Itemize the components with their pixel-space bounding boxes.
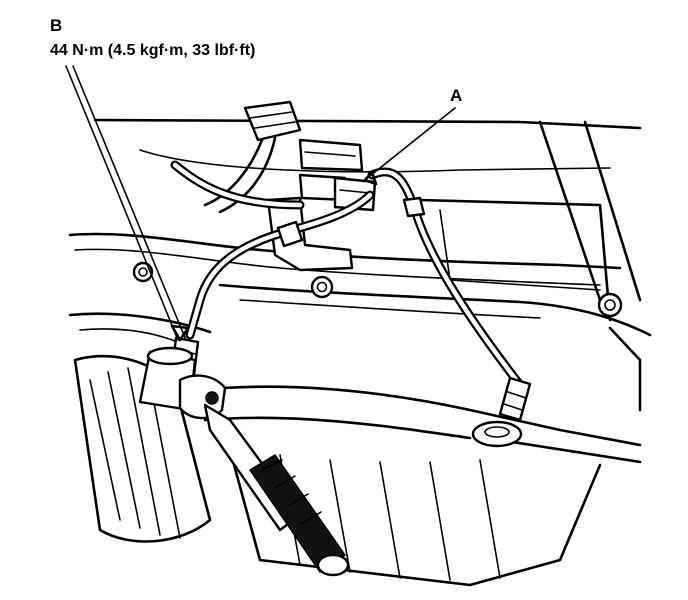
upper-connector (203, 100, 302, 214)
callout-label-a: A (450, 86, 463, 105)
body-panel (68, 118, 652, 412)
rear-oxygen-sensor (471, 376, 532, 448)
leader-lines (65, 65, 456, 342)
bolt-heads (132, 261, 623, 318)
breather-hose (170, 160, 305, 210)
connector-bracket (266, 138, 377, 272)
torque-spec-label: 44 N·m (4.5 kgf·m, 33 lbf·ft) (50, 42, 256, 59)
sensor-harness (185, 167, 525, 390)
callout-label-b: B (50, 16, 63, 35)
socket-wrench-tool (178, 374, 350, 577)
